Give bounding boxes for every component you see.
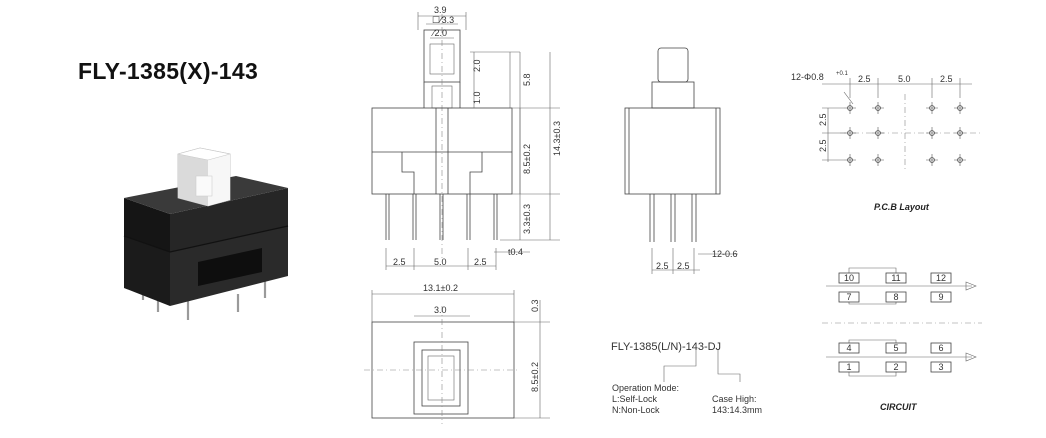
pcb-caption: P.C.B Layout <box>874 202 930 212</box>
pcb-hole-crosshair <box>844 154 856 166</box>
op-mode-n: N:Non-Lock <box>612 405 660 415</box>
pcb-hole-crosshair <box>954 102 966 114</box>
pcb-hole-crosshair <box>844 102 856 114</box>
dim-top-height: 8.5±0.2 <box>530 362 540 392</box>
circuit-box-12: 12 <box>930 272 952 284</box>
circuit-label-6: 6 <box>938 343 943 353</box>
circuit-box-9: 9 <box>930 291 952 303</box>
pcb-hole-crosshair <box>872 127 884 139</box>
dim-front-8-5: 8.5±0.2 <box>522 144 532 174</box>
part-code: FLY-1385(L/N)-143-DJ <box>611 341 721 353</box>
circuit-box-1: 1 <box>838 361 860 373</box>
case-high-value: 143:14.3mm <box>712 405 762 415</box>
dim-front-inner2: ∕2.0 <box>431 28 447 38</box>
dim-side-pitch-2: 2.5 <box>677 261 690 271</box>
circuit-label-11: 11 <box>891 273 900 283</box>
circuit-label-4: 4 <box>846 343 851 353</box>
pcb-hole-crosshair <box>872 102 884 114</box>
pcb-holes <box>844 102 966 166</box>
pcb-hole-tol: +0.1 <box>836 71 849 77</box>
pcb-hole-spec: 12-Φ0.8 <box>791 72 824 82</box>
dim-side-pitch-1: 2.5 <box>656 261 669 271</box>
dim-front-pitch-3: 2.5 <box>474 257 487 267</box>
product-photo <box>123 147 289 320</box>
circuit-label-7: 7 <box>846 292 851 302</box>
dim-front-inner1: ☐∕3.3 <box>432 15 454 25</box>
part-code-suffix: -143-DJ <box>682 341 721 353</box>
dim-front-pitch-2: 5.0 <box>434 257 447 267</box>
op-mode-l: L:Self-Lock <box>612 394 658 404</box>
part-code-leaders <box>663 350 741 382</box>
dim-front-14-3: 14.3±0.3 <box>552 121 562 156</box>
product-title: FLY-1385(X)-143 <box>78 58 259 84</box>
circuit-label-1: 1 <box>846 362 851 372</box>
circuit-box-5: 5 <box>885 342 907 354</box>
part-code-mode: (L/N) <box>657 341 681 353</box>
pcb-hole-crosshair <box>954 127 966 139</box>
dim-front-width-top: 3.9 <box>434 5 447 15</box>
pcb-hole-crosshair <box>926 154 938 166</box>
pcb-hole-crosshair <box>926 127 938 139</box>
part-code-prefix: FLY-1385 <box>611 341 657 353</box>
circuit-box-8: 8 <box>885 291 907 303</box>
circuit-label-5: 5 <box>893 343 898 353</box>
op-mode-title: Operation Mode: <box>612 383 679 393</box>
circuit-box-11: 11 <box>885 272 907 284</box>
pcb-dim-top-2: 5.0 <box>898 74 911 84</box>
pcb-dim-left-2: 2.5 <box>818 139 828 152</box>
top-view-drawing <box>364 290 550 424</box>
pcb-hole-crosshair <box>926 102 938 114</box>
pcb-dim-top-3: 2.5 <box>940 74 953 84</box>
circuit-label-10: 10 <box>844 273 854 283</box>
pcb-hole-crosshair <box>844 127 856 139</box>
side-view-drawing <box>624 47 738 274</box>
pcb-layout-drawing <box>822 78 982 172</box>
pcb-hole-crosshair <box>872 154 884 166</box>
dim-front-pitch-1: 2.5 <box>393 257 406 267</box>
circuit-box-3: 3 <box>930 361 952 373</box>
dim-front-3-3: 3.3±0.3 <box>522 204 532 234</box>
circuit-label-9: 9 <box>938 292 943 302</box>
front-view-drawing <box>371 12 560 270</box>
case-high-title: Case High: <box>712 394 757 404</box>
circuit-label-3: 3 <box>938 362 943 372</box>
circuit-caption: CIRCUIT <box>880 402 918 412</box>
circuit-box-6: 6 <box>930 342 952 354</box>
dim-front-2-0: 2.0 <box>472 59 482 72</box>
dim-front-1-0: 1.0 <box>472 91 482 104</box>
circuit-box-4: 4 <box>838 342 860 354</box>
pcb-hole-crosshair <box>954 154 966 166</box>
circuit-label-12: 12 <box>936 273 946 283</box>
circuit-box-10: 10 <box>838 272 860 284</box>
dim-front-t04: t0.4 <box>508 247 523 257</box>
circuit-label-8: 8 <box>893 292 898 302</box>
circuit-box-2: 2 <box>885 361 907 373</box>
dim-top-0-3: 0.3 <box>530 299 540 312</box>
dim-top-width: 13.1±0.2 <box>423 283 458 293</box>
dim-front-5-8: 5.8 <box>522 73 532 86</box>
dim-side-pin: 12-0.6 <box>712 249 738 259</box>
circuit-label-2: 2 <box>893 362 898 372</box>
circuit-drawing <box>822 267 982 377</box>
pcb-dim-top-1: 2.5 <box>858 74 871 84</box>
pcb-dim-left-1: 2.5 <box>818 113 828 126</box>
dim-top-inner: 3.0 <box>434 305 447 315</box>
circuit-box-7: 7 <box>838 291 860 303</box>
